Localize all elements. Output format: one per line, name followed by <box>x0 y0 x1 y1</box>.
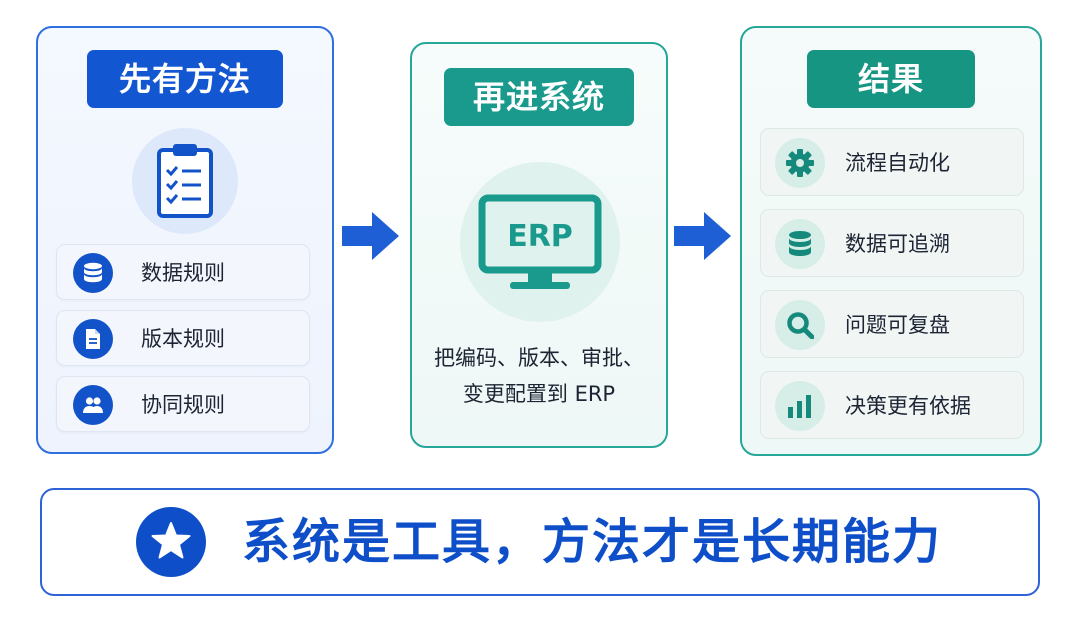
result-panel: 结果 流程自动化 <box>740 26 1042 456</box>
result-label: 数据可追溯 <box>845 232 950 256</box>
gear-icon <box>775 138 825 188</box>
slogan-banner: 系统是工具，方法才是长期能力 <box>40 488 1040 596</box>
rule-label: 数据规则 <box>141 261 225 285</box>
system-caption-line2: 变更配置到 ERP <box>462 382 616 406</box>
database-icon <box>775 219 825 269</box>
monitor-text: ERP <box>507 219 573 254</box>
rule-label: 版本规则 <box>141 327 225 351</box>
result-item-automation: 流程自动化 <box>760 128 1024 196</box>
method-panel: 先有方法 数据规则 <box>36 26 334 454</box>
system-title: 再进系统 <box>444 68 634 126</box>
database-icon <box>73 253 113 293</box>
result-item-traceable: 数据可追溯 <box>760 209 1024 277</box>
users-icon <box>73 385 113 425</box>
rule-item-version: 版本规则 <box>56 310 310 366</box>
slogan-text: 系统是工具，方法才是长期能力 <box>242 514 943 570</box>
monitor-icon: ERP <box>460 162 620 322</box>
result-label: 问题可复盘 <box>845 313 950 337</box>
arrow-right-icon <box>674 212 731 260</box>
rule-item-data: 数据规则 <box>56 244 310 300</box>
rule-item-collab: 协同规则 <box>56 376 310 432</box>
star-icon <box>136 507 206 577</box>
bar-chart-icon <box>775 381 825 431</box>
result-title: 结果 <box>807 50 975 108</box>
result-label: 流程自动化 <box>845 151 950 175</box>
document-icon <box>73 319 113 359</box>
result-item-review: 问题可复盘 <box>760 290 1024 358</box>
system-panel: 再进系统 ERP 把编码、版本、审批、 变更配置到 ERP <box>410 42 668 448</box>
rule-label: 协同规则 <box>141 393 225 417</box>
arrow-right-icon <box>342 212 399 260</box>
search-icon <box>775 300 825 350</box>
method-title: 先有方法 <box>87 50 283 108</box>
result-label: 决策更有依据 <box>845 394 971 418</box>
system-caption-line1: 把编码、版本、审批、 <box>434 346 644 370</box>
clipboard-checklist-icon <box>132 128 238 234</box>
result-item-decision: 决策更有依据 <box>760 371 1024 439</box>
